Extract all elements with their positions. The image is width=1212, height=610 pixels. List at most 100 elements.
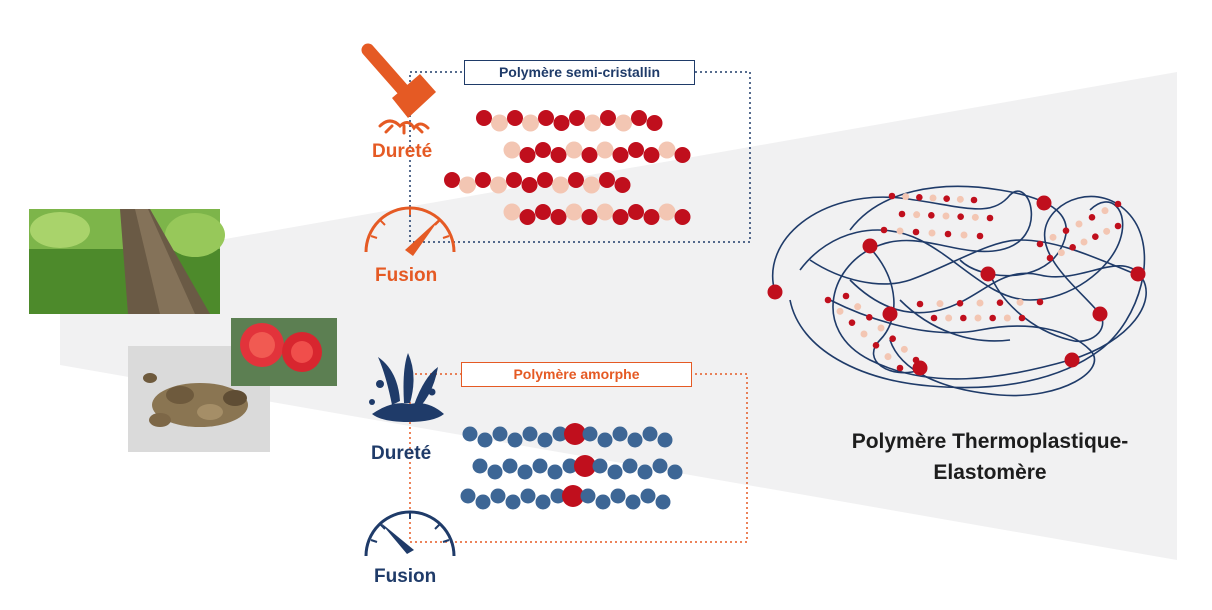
- amorphous-hardness-label: Dureté: [371, 443, 432, 464]
- chain-bead: [460, 488, 476, 504]
- chain-bead: [610, 488, 626, 504]
- chain-bead: [517, 464, 533, 480]
- cluster-bead: [970, 196, 978, 204]
- chain-bead: [520, 488, 536, 504]
- cluster-bead: [884, 353, 892, 361]
- chain-bead: [628, 204, 644, 220]
- cluster-bead: [1018, 314, 1026, 322]
- amorphous-frame: [409, 373, 748, 543]
- cluster-bead: [1036, 298, 1044, 306]
- cluster-bead: [1049, 233, 1057, 241]
- chain-bead: [569, 110, 585, 126]
- cluster-bead: [824, 296, 832, 304]
- cluster-bead: [1069, 244, 1076, 251]
- chain-bead: [487, 464, 503, 480]
- chain-bead: [502, 458, 518, 474]
- cluster-bead: [1114, 200, 1122, 208]
- cluster-bead: [888, 192, 896, 200]
- cluster-bead: [842, 292, 850, 300]
- chain-bead: [600, 110, 616, 126]
- chain-bead: [505, 494, 521, 510]
- chain-bead: [472, 458, 488, 474]
- chain-bead: [538, 110, 554, 126]
- cluster-bead: [896, 227, 904, 235]
- chain-bead: [612, 426, 628, 442]
- semi-crystalline-title: Polymère semi-cristallin: [464, 60, 695, 85]
- cluster-bead: [860, 330, 868, 338]
- cluster-bead: [1075, 220, 1083, 228]
- chain-bead: [535, 142, 551, 158]
- cluster-bead: [900, 345, 908, 353]
- cluster-bead: [1046, 254, 1054, 262]
- chain-bead: [565, 203, 583, 221]
- chain-bead: [612, 147, 629, 163]
- cluster-bead: [913, 211, 921, 219]
- chain-bead: [491, 114, 508, 132]
- cluster-bead: [1003, 314, 1011, 322]
- chain-bead: [592, 458, 608, 474]
- chain-bead: [658, 141, 676, 159]
- chain-bead: [597, 432, 613, 448]
- flower-photo: [231, 318, 337, 386]
- chain-bead: [444, 172, 460, 188]
- cluster-bead: [1016, 298, 1024, 306]
- cluster-bead: [1114, 222, 1122, 230]
- cluster-bead: [1103, 227, 1111, 235]
- cluster-bead: [880, 226, 888, 234]
- cluster-bead: [872, 342, 880, 349]
- chain-bead: [475, 172, 491, 188]
- tpe-title: Polymère Thermoplastique-Elastomère: [851, 430, 1129, 484]
- chain-bead: [550, 488, 566, 504]
- cluster-bead: [1101, 207, 1109, 215]
- cluster-bead: [930, 314, 938, 322]
- chain-bead: [640, 488, 656, 504]
- chain-bead: [532, 458, 548, 474]
- tree-photo: [29, 209, 225, 314]
- cluster-bead: [929, 194, 937, 202]
- chain-bead: [612, 209, 629, 225]
- chain-bead: [565, 141, 583, 159]
- chain-bead: [628, 142, 644, 158]
- junction-bead: [564, 423, 586, 445]
- splash-icon: [369, 353, 444, 422]
- chain-bead: [631, 110, 647, 126]
- chain-bead: [490, 176, 507, 194]
- chain-bead: [553, 115, 570, 131]
- crosslink-bead: [1036, 195, 1052, 211]
- chain-bead: [607, 464, 623, 480]
- chain-bead: [552, 426, 568, 442]
- cluster-bead: [956, 300, 964, 307]
- thermoplastic-elastomer-network: [767, 185, 1147, 397]
- cluster-bead: [877, 324, 885, 332]
- crosslink-bead: [1064, 352, 1080, 368]
- chain-bead: [674, 147, 691, 163]
- chain-bead: [667, 464, 683, 480]
- cluster-bead: [912, 228, 920, 236]
- chain-bead: [492, 426, 508, 442]
- chain-bead: [550, 147, 567, 163]
- crosslink-bead: [862, 238, 878, 254]
- chain-bead: [596, 203, 614, 221]
- cluster-bead: [1036, 240, 1044, 248]
- amorphous-melting-label: Fusion: [374, 566, 437, 587]
- chain-bead: [459, 176, 476, 194]
- cluster-bead: [916, 300, 924, 308]
- gauge-low-icon: [364, 510, 456, 557]
- cluster-bead: [960, 314, 967, 322]
- chain-bead: [581, 209, 598, 225]
- crosslink-bead: [1092, 306, 1108, 322]
- cluster-bead: [996, 299, 1004, 306]
- chain-bead: [519, 147, 536, 163]
- cluster-bead: [854, 303, 862, 311]
- chain-bead: [490, 488, 506, 504]
- cluster-bead: [866, 314, 873, 321]
- cluster-bead: [896, 364, 904, 372]
- chain-bead: [507, 110, 523, 126]
- cluster-bead: [957, 213, 964, 220]
- chain-bead: [507, 432, 523, 448]
- cluster-bead: [944, 230, 952, 238]
- cluster-bead: [1080, 238, 1088, 246]
- chain-bead: [568, 172, 584, 188]
- chain-bead: [462, 426, 478, 442]
